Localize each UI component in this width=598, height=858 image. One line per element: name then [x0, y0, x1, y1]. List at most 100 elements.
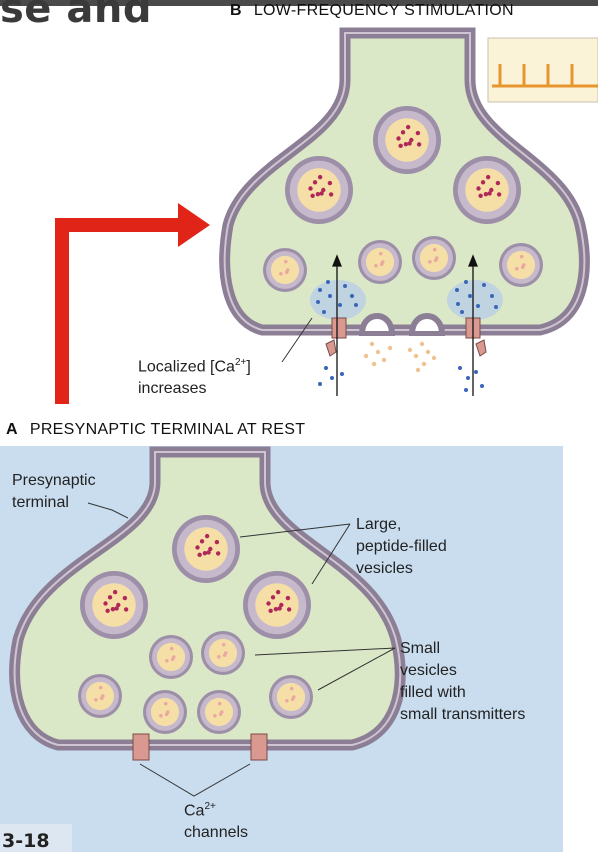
figure-number: 3-18: [0, 824, 72, 852]
calcium-ion: [350, 294, 354, 298]
calcium-ion: [482, 283, 486, 287]
small-vesicle: [201, 631, 245, 675]
panel-b-letter: B: [230, 2, 242, 19]
small-vesicle: [197, 690, 241, 734]
channels-line2: channels: [184, 824, 249, 842]
terminal-label-line2: terminal: [12, 494, 69, 511]
transmitter-molecule: [381, 357, 387, 363]
large-vesicle: [453, 156, 521, 224]
calcium-ion: [340, 372, 344, 376]
transmitter-molecule: [369, 341, 375, 347]
large-vesicles-line3: vesicles: [356, 560, 413, 577]
calcium-channels-b: [325, 317, 487, 357]
calcium-ion: [464, 388, 468, 392]
influx-arrows: [332, 254, 478, 396]
calcium-label-line2: increases: [138, 380, 207, 398]
small-vesicle: [78, 674, 122, 718]
calcium-label-sup: 2+: [234, 357, 247, 368]
small-vesicles-line2: vesicles: [400, 662, 457, 679]
transmitter-molecule: [363, 353, 369, 359]
small-vesicle: [263, 248, 307, 292]
small-vesicles-line3: filled with: [400, 684, 466, 701]
calcium-ion: [456, 302, 460, 306]
calcium-ion: [318, 382, 322, 386]
transmitter-molecule: [425, 349, 431, 355]
calcium-channels-a: [132, 733, 268, 761]
calcium-ion: [318, 288, 322, 292]
calcium-ion: [338, 303, 342, 307]
channels-line1: Ca: [184, 802, 205, 820]
calcium-increase-label: Localized [Ca2+] increases: [138, 352, 251, 400]
calcium-cloud-left: [310, 280, 366, 320]
panel-a-heading: A PRESYNAPTIC TERMINAL AT REST: [6, 421, 305, 439]
small-vesicle: [149, 635, 193, 679]
calcium-ion: [474, 370, 478, 374]
large-vesicle: [80, 571, 148, 639]
calcium-channels-label: Ca2+ channels: [184, 796, 248, 844]
calcium-ion: [326, 280, 330, 284]
transmitter-molecule: [421, 361, 427, 367]
small-vesicle: [499, 243, 543, 287]
transmitter-molecule: [371, 361, 377, 367]
small-vesicle: [269, 675, 313, 719]
small-vesicle: [143, 690, 187, 734]
calcium-ion: [354, 303, 358, 307]
panel-b-heading: B LOW-FREQUENCY STIMULATION: [230, 2, 514, 20]
small-vesicles-line1: Small: [400, 640, 441, 657]
calcium-leader-line: [281, 317, 313, 363]
calcium-ion: [494, 305, 498, 309]
large-vesicles-label: Large, peptide-filled vesicles: [356, 514, 447, 580]
transmitter-release: [363, 341, 437, 373]
calcium-dots: [316, 280, 498, 392]
transmitter-molecule: [415, 367, 421, 373]
panel-a-letter: A: [6, 421, 18, 438]
red-arrow: [55, 203, 210, 404]
calcium-cloud-right: [447, 280, 503, 320]
terminal-label-line1: Presynaptic: [12, 472, 96, 489]
calcium-ion: [343, 284, 347, 288]
slide-title: se and: [0, 0, 152, 32]
panel-a-title: PRESYNAPTIC TERMINAL AT REST: [29, 421, 306, 438]
small-vesicles-line4: small transmitters: [400, 706, 526, 723]
transmitter-molecule: [431, 355, 437, 361]
calcium-ion: [458, 366, 462, 370]
channels-sup: 2+: [204, 801, 216, 812]
calcium-ion: [466, 376, 470, 380]
calcium-ion: [316, 300, 320, 304]
presynaptic-terminal-label: Presynaptic terminal: [12, 470, 96, 514]
transmitter-molecule: [419, 341, 425, 347]
panel-b-title: LOW-FREQUENCY STIMULATION: [253, 2, 514, 19]
small-vesicle: [358, 240, 402, 284]
stimulation-trace-inset: [487, 37, 598, 103]
large-vesicle: [285, 156, 353, 224]
calcium-ion: [464, 280, 468, 284]
calcium-label-close: ]: [246, 358, 251, 376]
large-vesicle: [373, 106, 441, 174]
fusion-pits: [358, 313, 446, 337]
calcium-ion: [328, 294, 332, 298]
transmitter-molecule: [413, 353, 419, 359]
slide-top-bar: [0, 0, 598, 6]
large-vesicles-line1: Large,: [356, 516, 402, 533]
large-vesicle: [172, 515, 240, 583]
transmitter-molecule: [387, 345, 393, 351]
calcium-ion: [468, 294, 472, 298]
calcium-ion: [330, 376, 334, 380]
transmitter-molecule: [375, 349, 381, 355]
large-vesicles-line2: peptide-filled: [356, 538, 447, 555]
calcium-ion: [324, 366, 328, 370]
small-vesicles-label: Small vesicles filled with small transmi…: [400, 638, 525, 726]
calcium-label-line1: Localized [Ca: [138, 358, 235, 376]
calcium-ion: [476, 304, 480, 308]
panel-a-leader-lines: [87, 502, 396, 797]
transmitter-molecule: [407, 347, 413, 353]
calcium-ion: [455, 288, 459, 292]
large-vesicle: [243, 571, 311, 639]
calcium-ion: [460, 310, 464, 314]
calcium-ion: [480, 384, 484, 388]
calcium-ion: [490, 294, 494, 298]
small-vesicle: [412, 236, 456, 280]
calcium-ion: [322, 310, 326, 314]
